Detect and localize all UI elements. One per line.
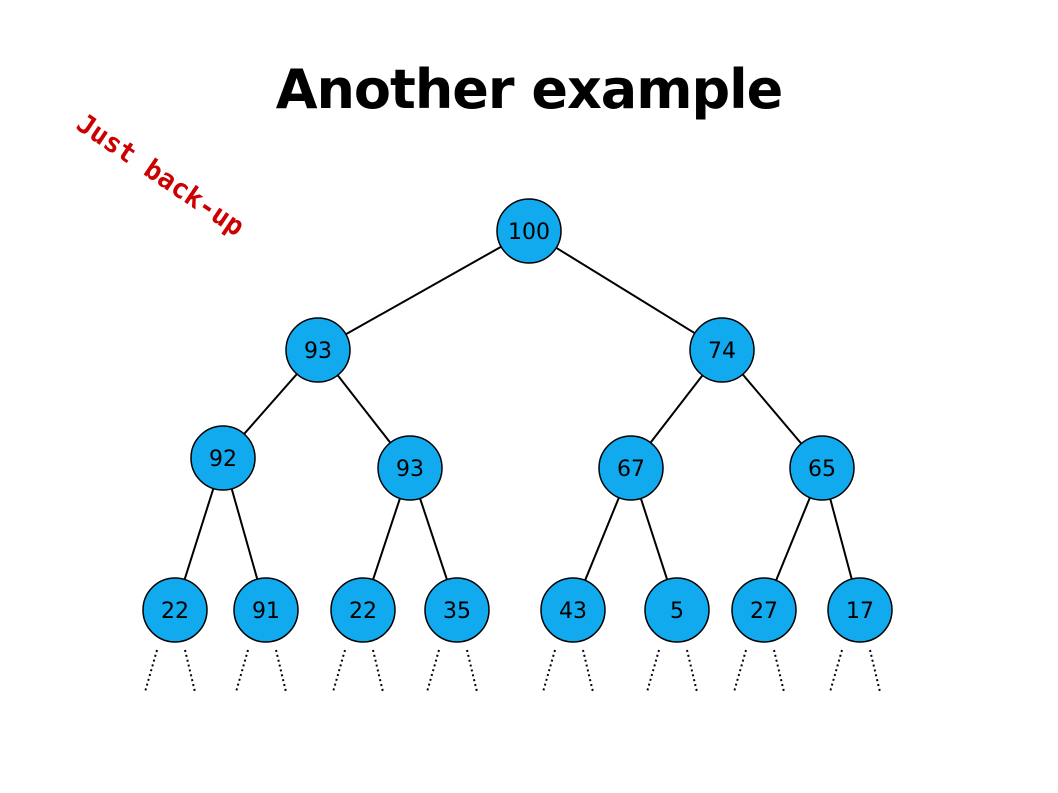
leaf-continuation-stubs [144,649,881,693]
tree-node-circle [330,577,396,643]
tree-edge [419,498,448,580]
tree-edge [555,246,696,335]
tree-node-value: 74 [708,339,736,364]
tree-node-value: 27 [750,599,778,624]
tree-node-circle [377,435,443,501]
tree-node-value: 93 [396,457,424,482]
tree-node-circle [233,577,299,643]
tree-node-circle [496,198,562,264]
tree-node-circle [827,577,893,643]
tree-node: 67 [598,435,664,501]
tree-edge [649,374,704,444]
tree-node: 91 [233,577,299,643]
tree-node-circle [689,317,755,383]
leaf-stub-dotted [733,649,747,693]
tree-node-circle [285,317,351,383]
leaf-stub-dotted [235,649,249,693]
leaf-stub-dotted [686,649,698,693]
tree-edge [336,374,392,444]
tree-edge [741,373,803,445]
tree-node: 93 [377,435,443,501]
leaf-stub-dotted [466,649,478,693]
tree-node: 65 [789,435,855,501]
tree-node-value: 17 [846,599,874,624]
tree-node: 93 [285,317,351,383]
tree-edge [829,498,853,580]
tree-node-circle [598,435,664,501]
tree-node-value: 43 [559,599,587,624]
tree-node-value: 65 [808,457,836,482]
tree-node: 100 [496,198,562,264]
tree-edge [639,498,669,580]
tree-node-circle [731,577,797,643]
tree-edge [775,497,811,581]
tree-node-circle [540,577,606,643]
leaf-stub-dotted [582,649,594,693]
leaf-stub-dotted [646,649,660,693]
tree-node: 92 [190,425,256,491]
leaf-stub-dotted [372,649,384,693]
tree-node-value: 93 [304,339,332,364]
tree-node: 27 [731,577,797,643]
leaf-stub-dotted [869,649,881,693]
tree-node: 35 [424,577,490,643]
leaf-stub-dotted [773,649,785,693]
tree-nodes: 100 93 74 92 93 67 65 22 91 22 35 43 5 27 17 [142,198,893,643]
tree-edge [372,498,401,580]
tree-node-circle [644,577,710,643]
tree-edge [584,497,620,581]
slide-title: Another example [275,58,784,121]
tree-node: 22 [330,577,396,643]
tree-edge [345,245,502,336]
tree-node-value: 22 [161,599,189,624]
tree-node-circle [789,435,855,501]
tree-node-value: 100 [508,220,550,245]
tree-node-circle [190,425,256,491]
tree-node-value: 67 [617,457,645,482]
tree-node-value: 35 [443,599,471,624]
tree-node-circle [424,577,490,643]
tree-edge [183,488,215,580]
leaf-stub-dotted [332,649,346,693]
tree-node: 22 [142,577,208,643]
tree-node-value: 92 [209,447,237,472]
leaf-stub-dotted [275,649,287,693]
leaf-stub-dotted [829,649,843,693]
tree-edge [243,373,298,435]
tree-node-value: 91 [252,599,280,624]
leaf-stub-dotted [542,649,556,693]
leaf-stub-dotted [426,649,440,693]
tree-edge [230,488,259,580]
tree-node: 43 [540,577,606,643]
tree-node-value: 5 [670,599,684,624]
tree-edges [183,245,853,581]
tree-node-circle [142,577,208,643]
tree-node-value: 22 [349,599,377,624]
tree-node: 74 [689,317,755,383]
tree-node: 17 [827,577,893,643]
tree-node: 5 [644,577,710,643]
leaf-stub-dotted [184,649,196,693]
leaf-stub-dotted [144,649,158,693]
